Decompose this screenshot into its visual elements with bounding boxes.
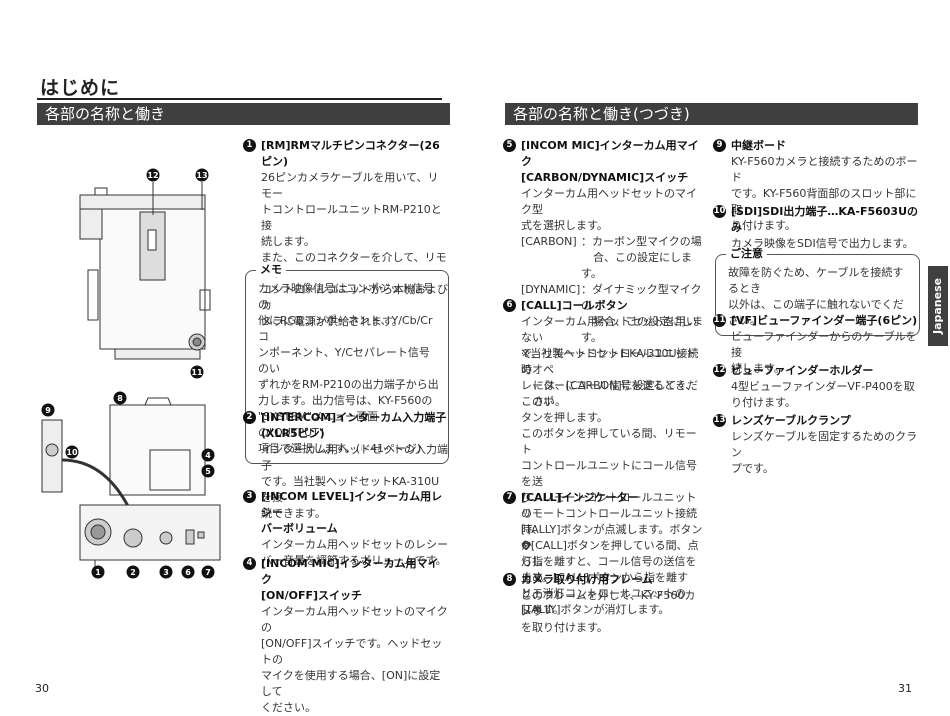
page-number-right: 31: [898, 682, 912, 695]
option-dynamic: [DYNAMIC] ：ダイナミック型マイクの場合、この設定にします。: [521, 283, 703, 344]
unit-diagram: 12 13 11 9 10 8 4 5 1 2 3 6 7: [41, 168, 221, 579]
callout-11: 11: [191, 368, 203, 377]
page-number-left: 30: [35, 682, 49, 695]
item-6: 6[CALL]コールボタン インターカム用ヘッドセットを用いない で、リモートコ…: [503, 298, 706, 618]
chapter-rule: [37, 98, 442, 100]
item-4: 4[INCOM MIC]インターカム用マイク[ON/OFF]スイッチ インターカ…: [243, 556, 448, 716]
option-carbon: [CARBON] ：カーボン型マイクの場合、この設定にします。: [521, 235, 702, 280]
language-side-tab: Japanese: [928, 266, 948, 346]
section-title-left: 各部の名称と働き: [37, 103, 450, 125]
note: ※当社製ヘッドセットKA-310U接続時: [521, 347, 699, 376]
callout-labels: 12 13 11 9 10 8 4 5 1 2 3 6 7: [41, 168, 215, 579]
callout-5: 5: [205, 467, 211, 476]
chapter-title: はじめに: [40, 77, 121, 99]
callout-2: 2: [130, 568, 136, 577]
memo-box: メモ カメラ映像信号はコンポジット信号の 他にRGBコンポーネント、Y/Cb/C…: [245, 263, 449, 464]
rear-view-diagram: [41, 397, 221, 570]
item-7: 7[CALL]インジケーター リモートコントロールユニット接続時、 ❻[CALL…: [503, 490, 706, 618]
callout-12: 12: [147, 171, 158, 180]
section-title-right: 各部の名称と働き(つづき): [505, 103, 918, 125]
callout-13: 13: [196, 171, 207, 180]
memo-title: メモ: [256, 263, 286, 277]
item-10: 10[SDI]SDI出力端子…KA-F5603Uのみ カメラ映像をSDI信号で出…: [713, 205, 919, 250]
item-3: 3[INCOM LEVEL]インターカム用レシーバーボリューム インターカム用ヘ…: [243, 489, 448, 569]
callout-6: 6: [185, 568, 191, 577]
caution-title: ご注意: [726, 247, 767, 261]
item-title: [RM]RMマルチピンコネクター(26ピン): [261, 139, 440, 168]
item-5: 5[INCOM MIC]インターカム用マイク[CARBON/DYNAMIC]スイ…: [503, 138, 706, 410]
item-1: 1[RM]RMマルチピンコネクター(26ピン) 26ピンカメラケーブルを用いて、…: [243, 138, 448, 330]
callout-10: 10: [66, 448, 78, 457]
callout-3: 3: [163, 568, 169, 577]
item-number: 1: [243, 139, 256, 152]
item-2: 2[INTERCOM]インターカム入力端子(XLR5ピン) インターカム用ヘッド…: [243, 410, 448, 522]
callout-8: 8: [117, 394, 123, 403]
callout-1: 1: [95, 568, 101, 577]
side-view-diagram: [79, 182, 211, 360]
callout-7: 7: [205, 568, 211, 577]
item-11: 11[VF]ビューファインダー端子(6ピン) ビューファインダーからのケーブルを…: [713, 314, 918, 375]
callout-9: 9: [45, 406, 51, 415]
caution-box: ご注意 故障を防ぐため、ケーブルを接続するとき 以外は、この端子に触れないでくだ…: [715, 247, 920, 336]
callout-4: 4: [205, 451, 211, 460]
